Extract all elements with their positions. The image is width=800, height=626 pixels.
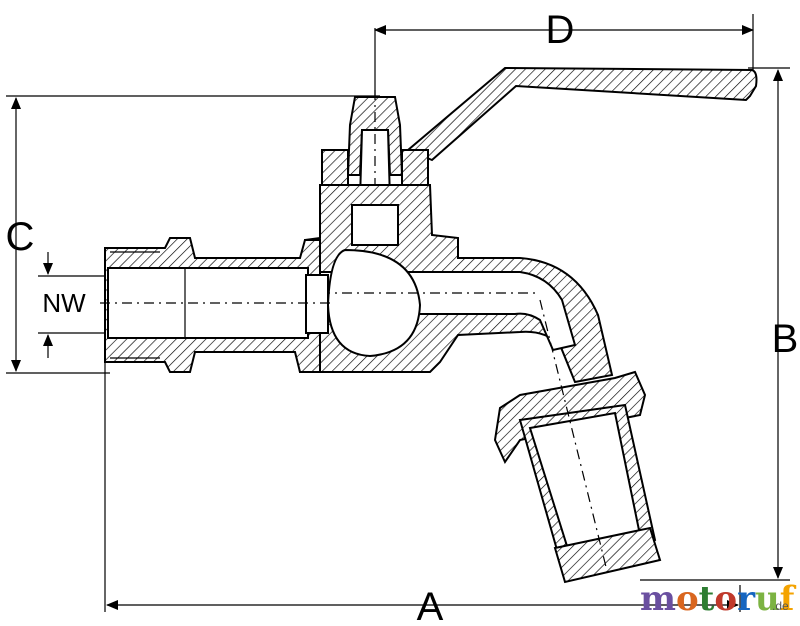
label-b: B (772, 317, 799, 361)
inlet-connector (100, 237, 330, 373)
motoruf-suffix: .de (772, 599, 789, 613)
outlet-spout (493, 299, 662, 584)
lever-handle (406, 66, 758, 162)
label-a: A (417, 585, 444, 626)
label-nw: NW (42, 288, 86, 318)
motoruf-logo: motoruf .de (640, 579, 797, 619)
valve-body (296, 184, 614, 384)
motoruf-wordmark: motoruf (640, 579, 797, 619)
label-d: D (546, 8, 575, 52)
label-c: C (6, 215, 35, 259)
